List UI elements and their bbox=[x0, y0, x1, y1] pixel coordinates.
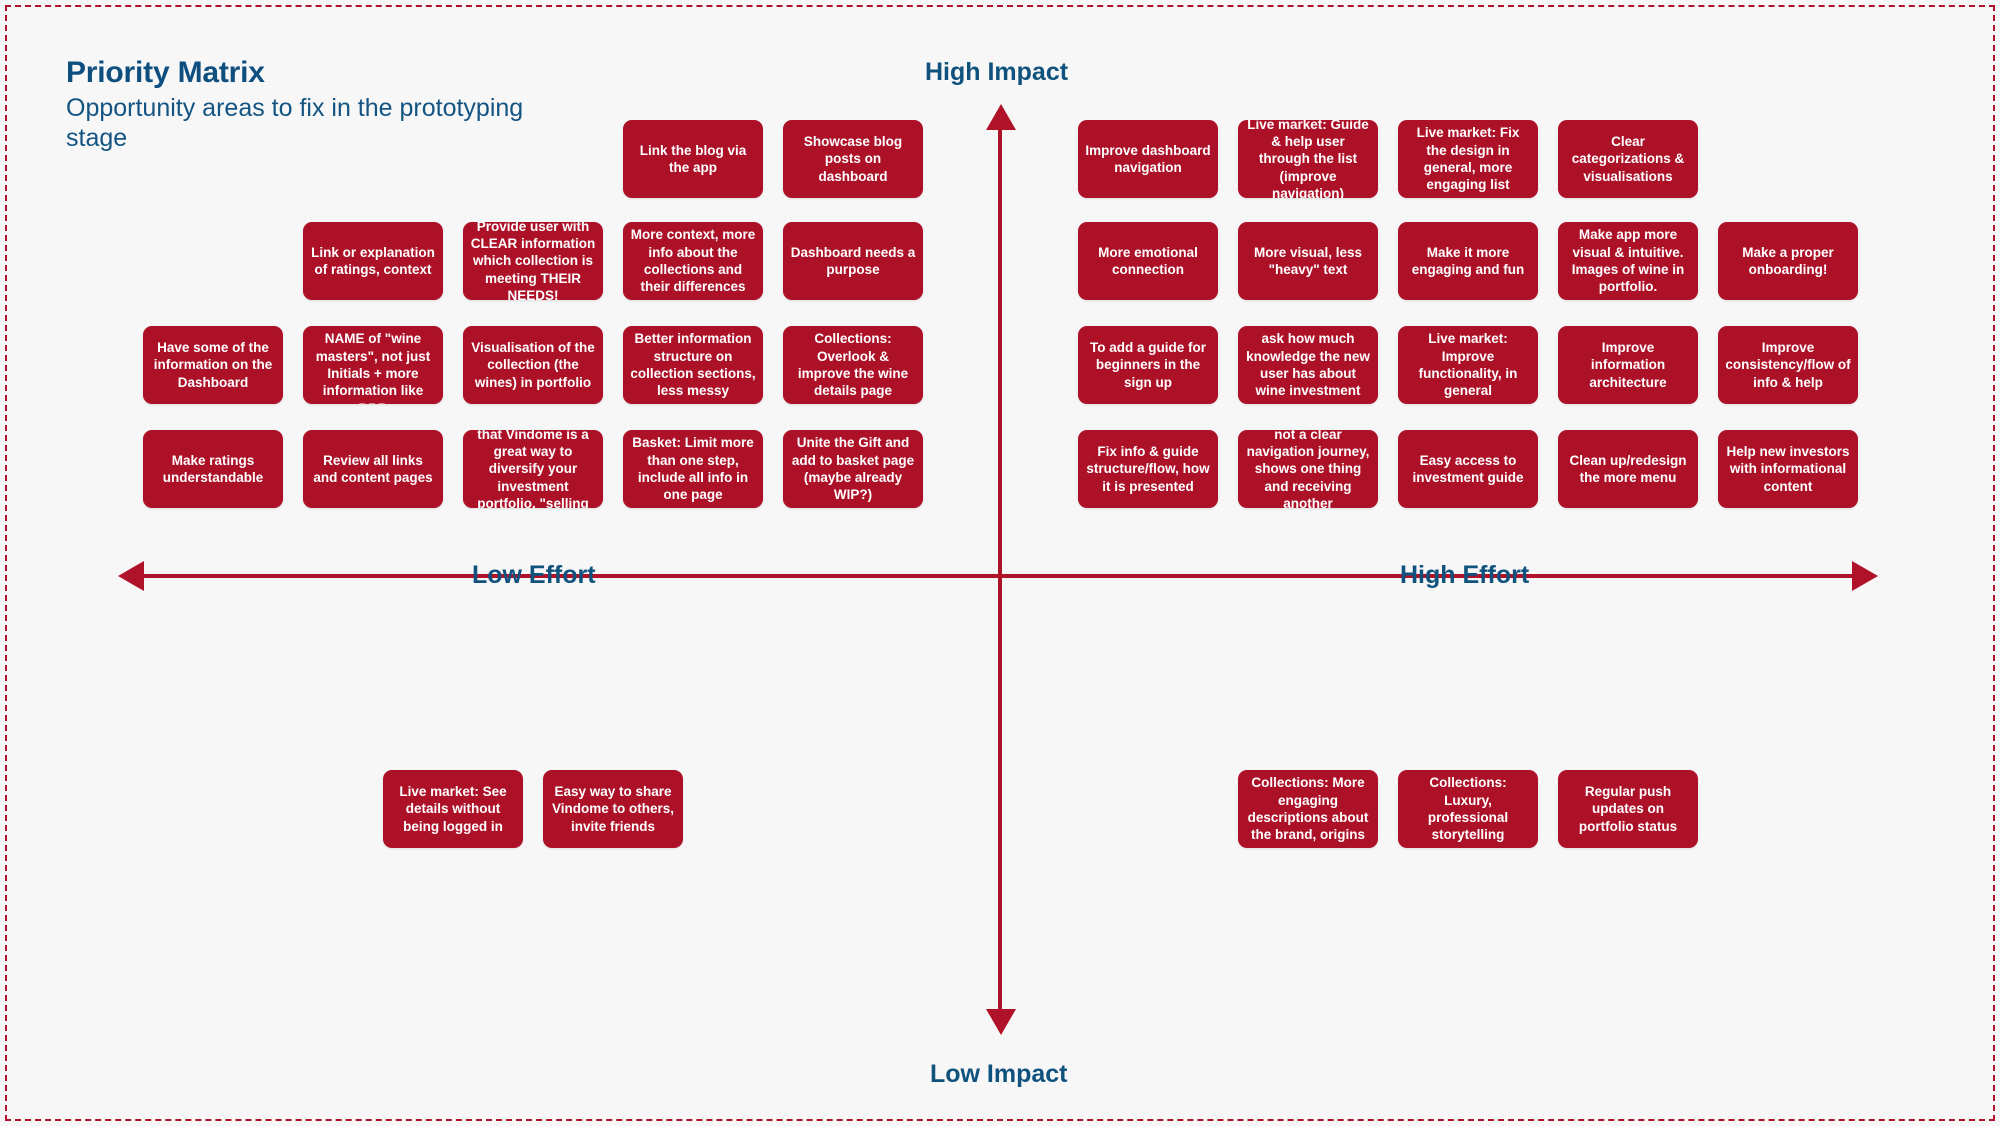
sticky-note[interactable]: ask how much knowledge the new user has … bbox=[1238, 326, 1378, 404]
sticky-note[interactable]: Fix info & guide structure/flow, how it … bbox=[1078, 430, 1218, 508]
sticky-note[interactable]: Better information structure on collecti… bbox=[623, 326, 763, 404]
sticky-note[interactable]: Easy way to share Vindome to others, inv… bbox=[543, 770, 683, 848]
sticky-note[interactable]: Easy access to investment guide bbox=[1398, 430, 1538, 508]
sticky-note[interactable]: Live market: Fix the design in general, … bbox=[1398, 120, 1538, 198]
page-title-block: Priority Matrix Opportunity areas to fix… bbox=[66, 56, 586, 153]
sticky-note[interactable]: Live market: Guide & help user through t… bbox=[1238, 120, 1378, 198]
sticky-note[interactable]: Make it more engaging and fun bbox=[1398, 222, 1538, 300]
sticky-note[interactable]: To add a guide for beginners in the sign… bbox=[1078, 326, 1218, 404]
axis-label-high-impact: High Impact bbox=[925, 58, 1069, 86]
sticky-note[interactable]: More emotional connection bbox=[1078, 222, 1218, 300]
sticky-note[interactable]: Basket: Limit more than one step, includ… bbox=[623, 430, 763, 508]
sticky-note[interactable]: Showcase blog posts on dashboard bbox=[783, 120, 923, 198]
sticky-note[interactable]: Improve dashboard navigation bbox=[1078, 120, 1218, 198]
sticky-note[interactable]: Help new investors with informational co… bbox=[1718, 430, 1858, 508]
sticky-note[interactable]: Collections: Luxury, professional storyt… bbox=[1398, 770, 1538, 848]
sticky-note[interactable]: Improve information architecture bbox=[1558, 326, 1698, 404]
sticky-note[interactable]: Live market: Improve functionality, in g… bbox=[1398, 326, 1538, 404]
board-border bbox=[5, 5, 1995, 1121]
axis-label-low-impact: Low Impact bbox=[930, 1060, 1068, 1088]
axis-arrow-up-icon bbox=[986, 104, 1016, 130]
sticky-note[interactable]: Unite the Gift and add to basket page (m… bbox=[783, 430, 923, 508]
sticky-note[interactable]: Improve consistency/flow of info & help bbox=[1718, 326, 1858, 404]
sticky-note[interactable]: Clean up/redesign the more menu bbox=[1558, 430, 1698, 508]
sticky-note[interactable]: Make app more visual & intuitive. Images… bbox=[1558, 222, 1698, 300]
sticky-note[interactable]: Collections: More engaging descriptions … bbox=[1238, 770, 1378, 848]
page-title: Priority Matrix bbox=[66, 56, 265, 89]
sticky-note[interactable]: Link the blog via the app bbox=[623, 120, 763, 198]
sticky-note[interactable]: Have some of the information on the Dash… bbox=[143, 326, 283, 404]
sticky-note[interactable]: Live market: See details without being l… bbox=[383, 770, 523, 848]
sticky-note[interactable]: Make ratings understandable bbox=[143, 430, 283, 508]
sticky-note[interactable]: Link or explanation of ratings, context bbox=[303, 222, 443, 300]
impact-axis-line bbox=[998, 112, 1002, 1030]
sticky-note[interactable]: More context, more info about the collec… bbox=[623, 222, 763, 300]
page-subtitle: Opportunity areas to fix in the prototyp… bbox=[66, 93, 524, 152]
sticky-note[interactable]: Visualisation of the collection (the win… bbox=[463, 326, 603, 404]
sticky-note[interactable]: Review all links and content pages bbox=[303, 430, 443, 508]
sticky-note[interactable]: Collections: Overlook & improve the wine… bbox=[783, 326, 923, 404]
axis-label-low-effort: Low Effort bbox=[472, 561, 596, 589]
axis-arrow-down-icon bbox=[986, 1009, 1016, 1035]
sticky-note[interactable]: Clear categorizations & visualisations bbox=[1558, 120, 1698, 198]
sticky-note[interactable]: Dashboard needs a purpose bbox=[783, 222, 923, 300]
sticky-note[interactable]: Provide user with CLEAR information whic… bbox=[463, 222, 603, 300]
sticky-note[interactable]: In some way, show that Vindome is a grea… bbox=[463, 430, 603, 508]
axis-label-high-effort: High Effort bbox=[1400, 561, 1530, 589]
sticky-note[interactable]: Make a proper onboarding! bbox=[1718, 222, 1858, 300]
sticky-note[interactable]: Show WHOLE NAME of "wine masters", not j… bbox=[303, 326, 443, 404]
sticky-note[interactable]: not a clear navigation journey, shows on… bbox=[1238, 430, 1378, 508]
axis-arrow-left-icon bbox=[118, 561, 144, 591]
sticky-note[interactable]: Regular push updates on portfolio status bbox=[1558, 770, 1698, 848]
sticky-note[interactable]: More visual, less "heavy" text bbox=[1238, 222, 1378, 300]
axis-arrow-right-icon bbox=[1852, 561, 1878, 591]
